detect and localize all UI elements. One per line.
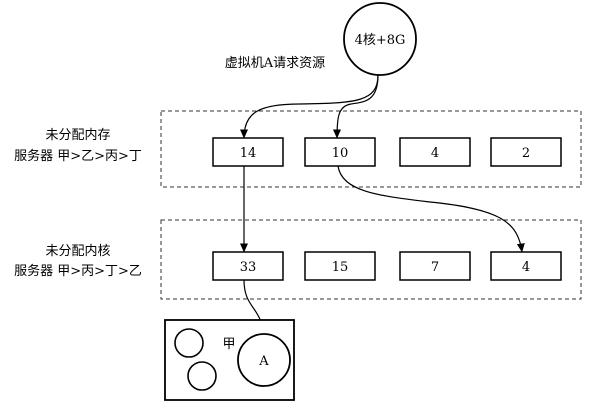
core-value-2: 15 bbox=[332, 260, 349, 275]
memory-box-3 bbox=[399, 137, 471, 167]
core-group-frame bbox=[160, 219, 582, 300]
memory-value-2: 10 bbox=[332, 146, 349, 161]
memory-value-4: 2 bbox=[522, 146, 530, 161]
request-caption: 虚拟机A请求资源 bbox=[225, 56, 325, 71]
memory-value-3: 4 bbox=[431, 146, 439, 161]
memory-10-to-core-4-arrow bbox=[337, 165, 525, 253]
vm-a-circle bbox=[237, 333, 291, 387]
memory-value-1: 14 bbox=[240, 146, 257, 161]
server-name: 甲 bbox=[222, 337, 235, 352]
core-value-3: 7 bbox=[431, 260, 439, 275]
server-jia-box: 甲 A bbox=[164, 319, 295, 401]
server-occupied-circle-1 bbox=[174, 328, 204, 358]
memory-group: 未分配内存 服务器 甲>乙>丙>丁 14 10 4 2 bbox=[14, 110, 582, 188]
core-box-3 bbox=[399, 251, 471, 281]
core-box-4 bbox=[490, 251, 562, 281]
request-resource-label: 4核+8G bbox=[355, 33, 406, 48]
memory-group-frame bbox=[160, 110, 582, 188]
core-group-title: 未分配内核 bbox=[45, 243, 110, 259]
request-circle bbox=[343, 2, 417, 76]
core-box-2 bbox=[304, 251, 376, 281]
request-node: 4核+8G bbox=[343, 2, 417, 76]
memory-box-2 bbox=[304, 137, 376, 167]
core-group: 未分配内核 服务器 甲>丙>丁>乙 33 15 7 4 bbox=[14, 219, 582, 300]
core-group-order: 服务器 甲>丙>丁>乙 bbox=[14, 263, 142, 279]
request-to-memory-10-arrow bbox=[333, 74, 379, 139]
request-to-memory-14-arrow bbox=[240, 74, 379, 139]
server-occupied-circle-2 bbox=[187, 361, 217, 391]
core-value-4: 4 bbox=[522, 260, 530, 275]
memory-box-1 bbox=[212, 137, 284, 167]
vm-a-label: A bbox=[258, 354, 269, 369]
core-box-1 bbox=[212, 251, 284, 281]
memory-group-title: 未分配内存 bbox=[45, 127, 110, 143]
core-value-1: 33 bbox=[240, 260, 257, 275]
memory-group-order: 服务器 甲>乙>丙>丁 bbox=[14, 148, 142, 164]
memory-box-4 bbox=[490, 137, 562, 167]
